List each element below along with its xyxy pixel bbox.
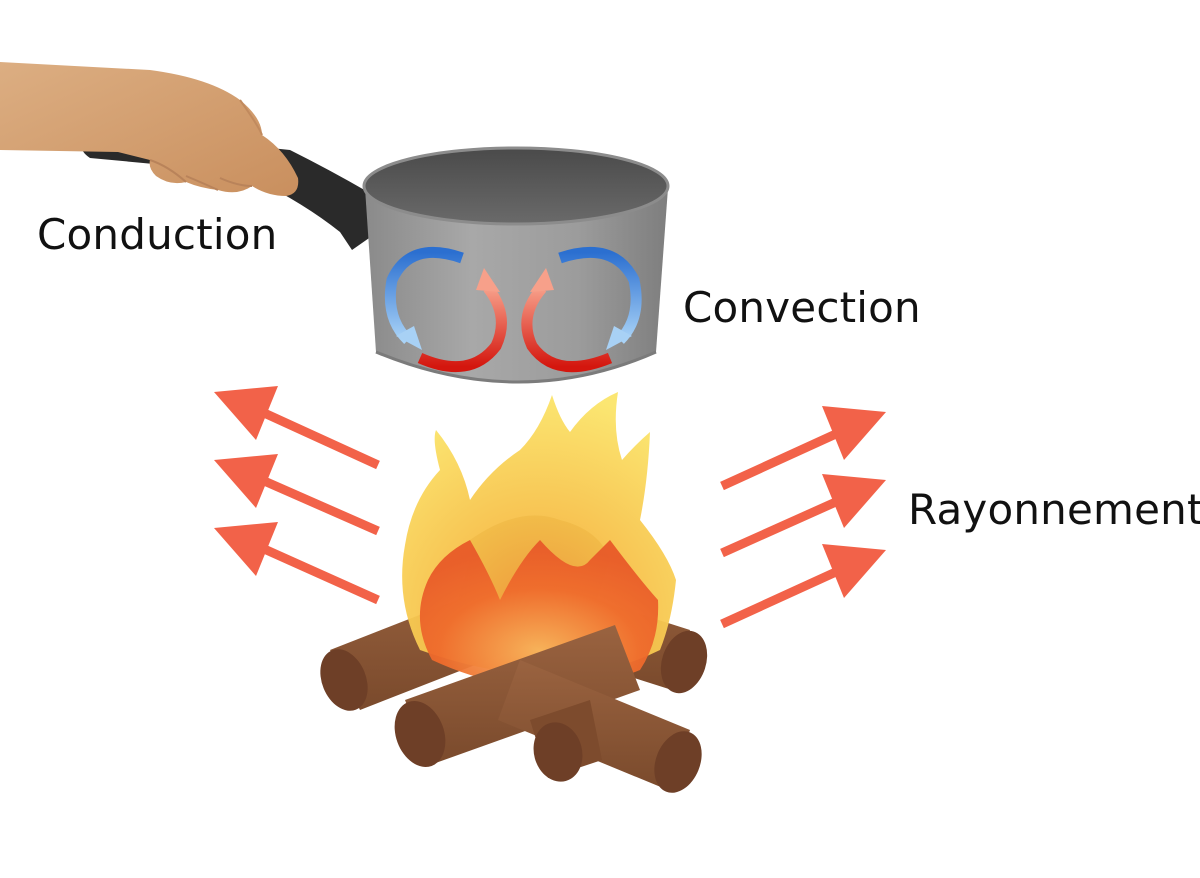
convection-cold-arrow-right xyxy=(558,246,642,344)
convection-arrows xyxy=(384,246,642,373)
hand-icon xyxy=(0,62,299,196)
convection-hot-arrowhead-left xyxy=(476,268,500,292)
convection-cold-arrow-left xyxy=(384,246,464,344)
radiation-arrows-right xyxy=(720,406,886,629)
rayonnement-label: Rayonnement xyxy=(908,485,1200,534)
log xyxy=(530,700,602,782)
convection-cold-arrowhead-left xyxy=(396,326,422,350)
convection-hot-arrowhead-right xyxy=(530,268,554,292)
convection-cold-arrowhead-right xyxy=(606,326,632,350)
radiation-arrow xyxy=(214,386,380,470)
convection-hot-arrow-left xyxy=(417,284,507,373)
convection-label: Convection xyxy=(683,283,921,332)
radiation-arrow xyxy=(214,522,380,605)
radiation-arrow xyxy=(214,454,380,536)
radiation-arrow xyxy=(720,406,886,491)
radiation-arrow xyxy=(720,544,886,629)
saucepan-icon xyxy=(362,146,670,384)
conduction-label: Conduction xyxy=(37,210,278,259)
radiation-arrow xyxy=(720,474,886,558)
radiation-arrows-left xyxy=(214,386,380,605)
convection-hot-arrow-right xyxy=(521,284,613,373)
campfire-icon xyxy=(320,392,708,793)
